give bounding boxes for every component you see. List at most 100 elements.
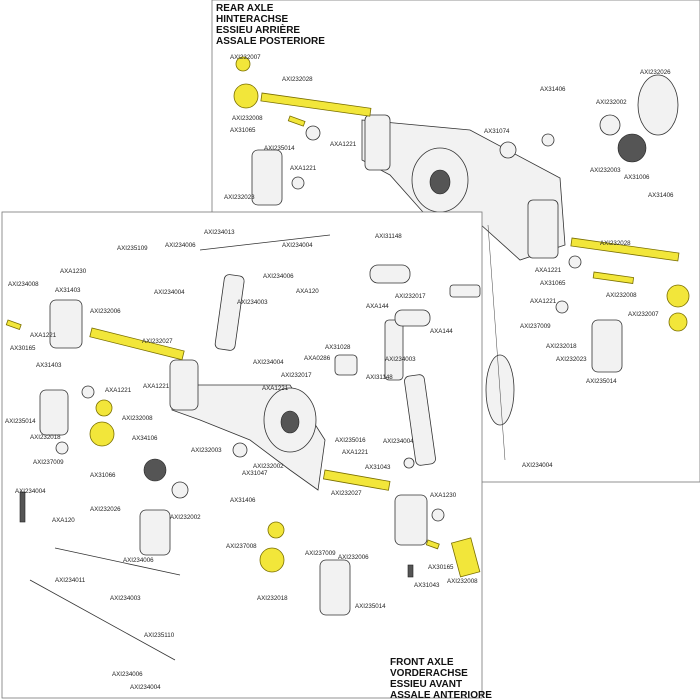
part-label: AXI235014 [586, 378, 617, 385]
part-label: AXI234006 [112, 671, 143, 678]
rear-left-gear [233, 83, 259, 109]
front-part-labels: AXI235109 AXI234006 AXI234004 AXI234013 … [5, 229, 478, 691]
front-left-pin [5, 319, 22, 330]
part-label: AXI237009 [305, 550, 336, 557]
part-label: AXI234006 [263, 273, 294, 280]
part-label: AXI31148 [375, 233, 402, 240]
part-label: AX31043 [365, 464, 391, 471]
part-label: AXA144 [430, 328, 453, 335]
part-label: AXI235014 [5, 418, 36, 425]
part-label: AX31074 [484, 128, 510, 135]
part-label: AXA144 [366, 303, 389, 310]
front-right-pin [425, 539, 440, 550]
part-label: AXA1221 [342, 449, 369, 456]
part-label: AXI234004 [282, 242, 313, 249]
rear-title-line-1: REAR AXLE [216, 3, 274, 14]
part-label: AXI232008 [447, 578, 478, 585]
rear-right-small-gear [668, 312, 688, 332]
rear-title-line-3: ESSIEU ARRIÈRE [216, 23, 300, 36]
part-label: AXA1221 [535, 267, 562, 274]
part-label: AXI235016 [335, 437, 366, 444]
part-label: AXI232002 [170, 514, 201, 521]
front-right-shaft [322, 469, 391, 491]
part-label: AXI232008 [606, 292, 637, 299]
part-label: AX31028 [325, 344, 351, 351]
part-label: AX31403 [36, 362, 62, 369]
rear-axle-shafts [233, 56, 690, 332]
part-label: AXI234004 [383, 438, 414, 445]
part-label: AXI235014 [264, 145, 295, 152]
front-axle-housing [169, 359, 326, 491]
front-misc-parts [19, 234, 481, 661]
part-label: AXI232017 [395, 293, 426, 300]
part-label: AXA1221 [530, 298, 557, 305]
part-label: AXI232003 [191, 447, 222, 454]
part-label: AXI234004 [130, 684, 161, 691]
part-label: AXA1221 [30, 332, 57, 339]
part-label: AXI232006 [90, 308, 121, 315]
part-label: AXI232018 [257, 595, 288, 602]
part-label: AXI234004 [154, 289, 185, 296]
rear-right-gear [666, 284, 690, 308]
part-label: AXI234011 [55, 577, 86, 584]
front-title-line-1: FRONT AXLE [390, 657, 454, 668]
part-label: AXI232002 [596, 99, 627, 106]
part-label: AXI235014 [355, 603, 386, 610]
part-label: AXI234003 [385, 356, 416, 363]
part-label: AXI232028 [282, 76, 313, 83]
rear-right-stub [592, 271, 635, 284]
part-label: AXI31148 [366, 374, 393, 381]
front-title-line-4: ASSALE ANTERIORE [390, 690, 492, 700]
front-axle-shafts [5, 319, 481, 578]
part-label: AXA120 [52, 517, 75, 524]
part-label: AXI232026 [90, 506, 121, 513]
rear-left-pin [287, 115, 306, 127]
part-label: AXI232017 [281, 372, 312, 379]
part-label: AXI232008 [232, 115, 263, 122]
part-label: AX31406 [648, 192, 674, 199]
part-label: AXA1221 [290, 165, 317, 172]
rear-title-line-2: HINTERACHSE [216, 14, 289, 25]
part-label: AXI234004 [15, 488, 46, 495]
part-label: AXI237009 [33, 459, 64, 466]
part-label: AXA1230 [60, 268, 87, 275]
part-label: AXI234013 [204, 229, 235, 236]
part-label: AX31047 [242, 470, 268, 477]
part-label: AX31066 [90, 472, 116, 479]
part-label: AXI232002 [253, 463, 284, 470]
part-label: AXI234008 [8, 281, 39, 288]
part-label: AX31065 [540, 280, 566, 287]
rear-misc-parts [251, 74, 679, 461]
front-title-line-2: VORDERACHSE [390, 668, 468, 679]
part-label: AX30165 [10, 345, 36, 352]
part-label: AX31403 [55, 287, 81, 294]
part-label: AXI234004 [522, 462, 553, 469]
part-label: AXI234006 [123, 557, 154, 564]
part-label: AXI235110 [144, 632, 175, 639]
part-label: AXI232026 [640, 69, 671, 76]
part-label: AX31406 [230, 497, 256, 504]
front-axle-sheet: FRONT AXLE VORDERACHSE ESSIEU AVANT ASSA… [1, 211, 492, 700]
rear-left-small-gear [235, 56, 251, 72]
front-right-gear [259, 547, 285, 573]
part-label: AXA1221 [330, 141, 357, 148]
part-label: AXA0286 [304, 355, 331, 362]
part-label: AXA120 [296, 288, 319, 295]
front-title-line-3: ESSIEU AVANT [390, 679, 462, 690]
part-label: AXI232027 [142, 338, 173, 345]
part-label: AXI234003 [110, 595, 141, 602]
part-label: AXA1221 [143, 383, 170, 390]
front-right-stub [450, 537, 481, 578]
front-right-small-gear [267, 521, 285, 539]
front-left-gear [89, 421, 115, 447]
front-shock-absorbers [214, 274, 436, 466]
part-label: AXI232018 [546, 343, 577, 350]
part-label: AXI232007 [628, 311, 659, 318]
part-label: AXI232003 [590, 167, 621, 174]
front-left-shaft [89, 327, 185, 361]
part-label: AXA1230 [430, 492, 457, 499]
part-label: AXI237008 [226, 543, 257, 550]
part-label: AX31043 [414, 582, 440, 589]
part-label: AXI232028 [600, 240, 631, 247]
